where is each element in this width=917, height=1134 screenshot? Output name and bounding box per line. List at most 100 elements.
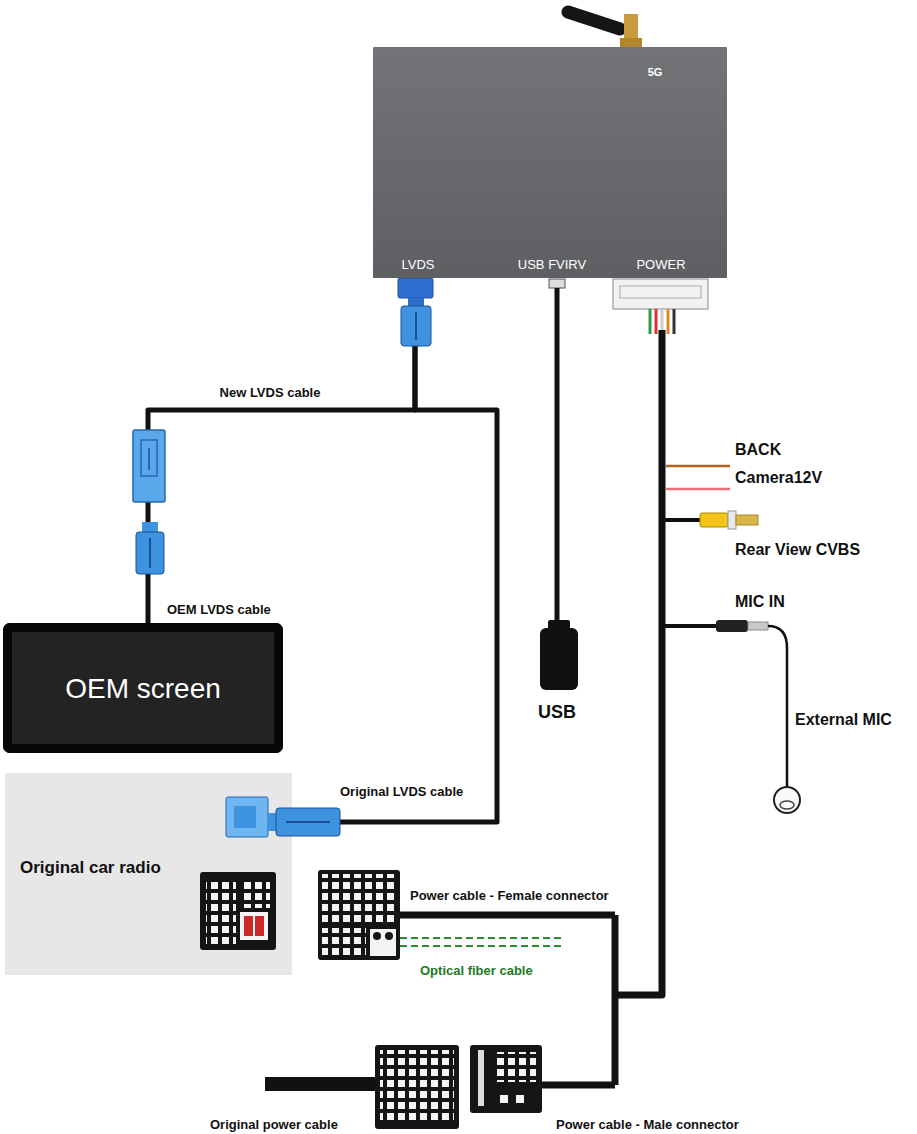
original-power-connector	[375, 1045, 459, 1129]
part-label: BACK	[735, 441, 781, 459]
radio-panel-ground	[5, 773, 292, 975]
text-slot: LVDS	[402, 255, 435, 273]
mic-jack-tip	[748, 622, 768, 630]
label-slot: Power cable - Male connector	[556, 1115, 739, 1133]
radio-lvds-socket-slot	[234, 806, 256, 828]
label-slot: Rear View CVBS	[735, 541, 860, 559]
port-label: POWER	[636, 258, 685, 273]
original-power-cable	[265, 1077, 378, 1091]
mic-wire	[662, 624, 718, 628]
oem-screen: OEM screen	[3, 623, 283, 753]
lvds-plug	[136, 532, 164, 574]
male-connector-pin	[516, 1095, 524, 1103]
usb-port	[549, 279, 565, 288]
microphone-grille	[780, 801, 794, 809]
text-slot: OEM screen	[65, 673, 221, 705]
label-slot: New LVDS cable	[220, 383, 321, 401]
part-label: Rear View CVBS	[735, 541, 860, 559]
power-port-teeth	[620, 286, 701, 298]
lvds-cable	[148, 278, 415, 623]
female-connector	[318, 870, 400, 960]
male-connector-pin	[500, 1095, 508, 1103]
label-slot: BACK	[735, 441, 781, 459]
text-slot: 5G	[648, 62, 663, 80]
radio-connector-pins	[206, 878, 236, 944]
lvds-socket	[133, 430, 165, 502]
power-harness	[400, 330, 662, 1085]
radio-connector-block	[240, 912, 268, 940]
lvds-plug	[401, 306, 431, 346]
label-slot: Camera12V	[735, 469, 822, 487]
male-connector	[470, 1045, 542, 1113]
lvds-plug-ridge	[149, 538, 151, 568]
text-slot: USB FVIRV	[518, 255, 586, 273]
lvds-plug-neck	[142, 522, 158, 532]
lvds-plug-ridge	[286, 821, 330, 823]
text-slot: POWER	[636, 255, 685, 273]
lvds-port	[398, 278, 433, 298]
part-label: New LVDS cable	[220, 386, 321, 401]
part-label: External MIC	[795, 711, 892, 729]
fiber-port	[385, 932, 393, 940]
harness-wire	[649, 309, 652, 334]
female-connector-block	[370, 929, 396, 956]
cvbs-wire	[662, 518, 702, 522]
radio-connector-pins	[244, 878, 270, 908]
usb-cable	[555, 288, 560, 632]
screen-label: OEM screen	[65, 673, 221, 705]
camera-power-wire	[666, 488, 730, 491]
original-power-connector-pins	[380, 1050, 454, 1124]
harness-wire	[667, 309, 670, 334]
antenna-nut	[620, 38, 642, 47]
optical-fiber	[400, 938, 565, 946]
antenna-label: 5G	[648, 66, 663, 79]
part-label: Optical fiber cable	[420, 964, 533, 979]
male-connector-strip	[478, 1050, 484, 1106]
lvds-socket-ridge	[148, 448, 150, 470]
antenna-rod	[568, 12, 620, 29]
control-box: 5G LVDS USB FVIRV POWER	[373, 47, 727, 278]
radio-connector	[200, 872, 276, 950]
part-label: Original LVDS cable	[340, 785, 463, 800]
label-slot: External MIC	[795, 711, 892, 729]
part-label: Power cable - Male connector	[556, 1118, 739, 1133]
harness-wire	[655, 309, 658, 334]
fiber-port	[373, 932, 381, 940]
female-connector-pins	[322, 928, 366, 956]
mic-cable	[768, 626, 787, 787]
part-label: MIC IN	[735, 593, 785, 611]
label-slot: OEM LVDS cable	[167, 600, 271, 618]
power-port	[613, 279, 708, 309]
radio-panel: Original car radio	[5, 773, 292, 975]
label-slot: Original power cable	[210, 1115, 338, 1133]
part-label: USB	[538, 702, 576, 723]
usb-connector	[540, 628, 578, 690]
microphone	[774, 787, 800, 813]
harness-wire	[673, 309, 676, 334]
radio-connector-pin	[244, 916, 253, 936]
lvds-plug	[276, 808, 340, 836]
lvds-cable	[292, 278, 497, 822]
label-slot: Optical fiber cable	[420, 961, 533, 979]
part-label: OEM LVDS cable	[167, 603, 271, 618]
part-label: Camera12V	[735, 469, 822, 487]
port-label: USB FVIRV	[518, 258, 586, 273]
label-slot: USB	[538, 702, 576, 723]
lvds-socket-slot	[141, 440, 157, 476]
back-wire	[666, 465, 730, 468]
radio-connector-pin	[255, 916, 264, 936]
female-connector-pins	[322, 874, 398, 924]
radio-lvds-socket	[226, 797, 268, 837]
part-label: Power cable - Female connector	[410, 889, 609, 904]
text-slot: Original car radio	[20, 858, 161, 878]
antenna-base	[624, 14, 638, 40]
port-label: LVDS	[402, 258, 435, 273]
male-connector-pins	[494, 1052, 536, 1082]
label-slot: Original LVDS cable	[340, 782, 463, 800]
rca-tip	[736, 515, 758, 525]
rca-ring	[728, 511, 736, 529]
label-slot: Power cable - Female connector	[410, 886, 609, 904]
lvds-plug-ridge	[415, 312, 417, 340]
